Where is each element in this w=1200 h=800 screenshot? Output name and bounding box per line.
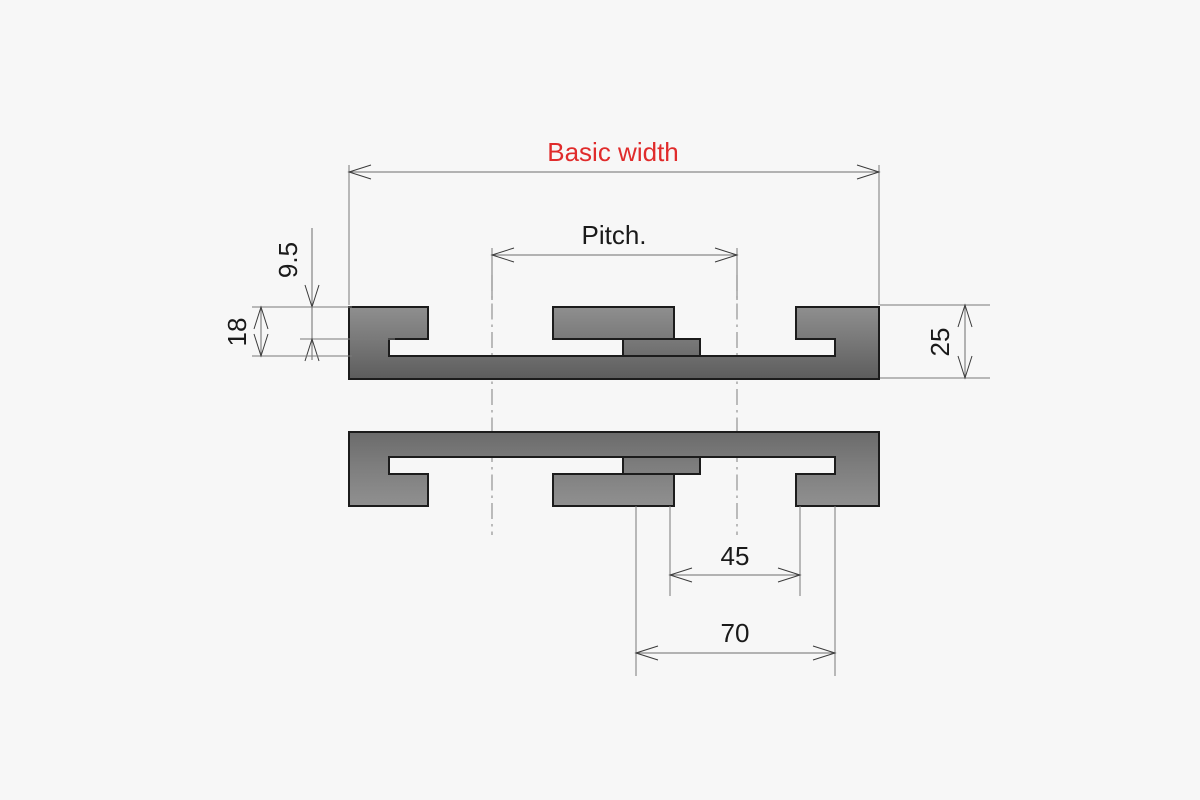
basic-width-label: Basic width (547, 137, 679, 167)
seventy-arrow-right (812, 645, 837, 661)
forty-five-label: 45 (721, 541, 750, 571)
upper-profile-body (348, 306, 880, 380)
eighteen-label: 18 (222, 318, 252, 347)
dimension-pitch: Pitch. (490, 220, 739, 300)
twenty-five-label: 25 (925, 328, 955, 357)
pitch-arrow-left (490, 247, 515, 263)
basic-width-arrow-right (856, 164, 881, 180)
dimension-forty-five: 45 (668, 506, 802, 596)
dimension-nine-five: 9.5 (273, 228, 395, 362)
lower-profile (348, 431, 880, 507)
dimension-eighteen: 18 (222, 305, 352, 358)
twenty-five-arrow-top (957, 303, 973, 328)
seventy-arrow-left (634, 645, 659, 661)
twenty-five-arrow-bottom (957, 355, 973, 380)
basic-width-arrow-left (347, 164, 372, 180)
lower-profile-body (348, 431, 880, 507)
nine-five-arrow-bottom (304, 337, 320, 362)
dimension-twenty-five: 25 (880, 303, 990, 380)
upper-profile (348, 306, 880, 380)
nine-five-label: 9.5 (273, 242, 303, 278)
eighteen-arrow-bottom (253, 333, 269, 358)
dimension-seventy: 70 (634, 506, 837, 676)
centerlines-group (491, 275, 738, 535)
eighteen-arrow-top (253, 305, 269, 330)
dimension-basic-width: Basic width (347, 137, 881, 305)
forty-five-arrow-left (668, 567, 693, 583)
forty-five-arrow-right (777, 567, 802, 583)
seventy-label: 70 (721, 618, 750, 648)
pitch-label: Pitch. (581, 220, 646, 250)
pitch-arrow-right (714, 247, 739, 263)
